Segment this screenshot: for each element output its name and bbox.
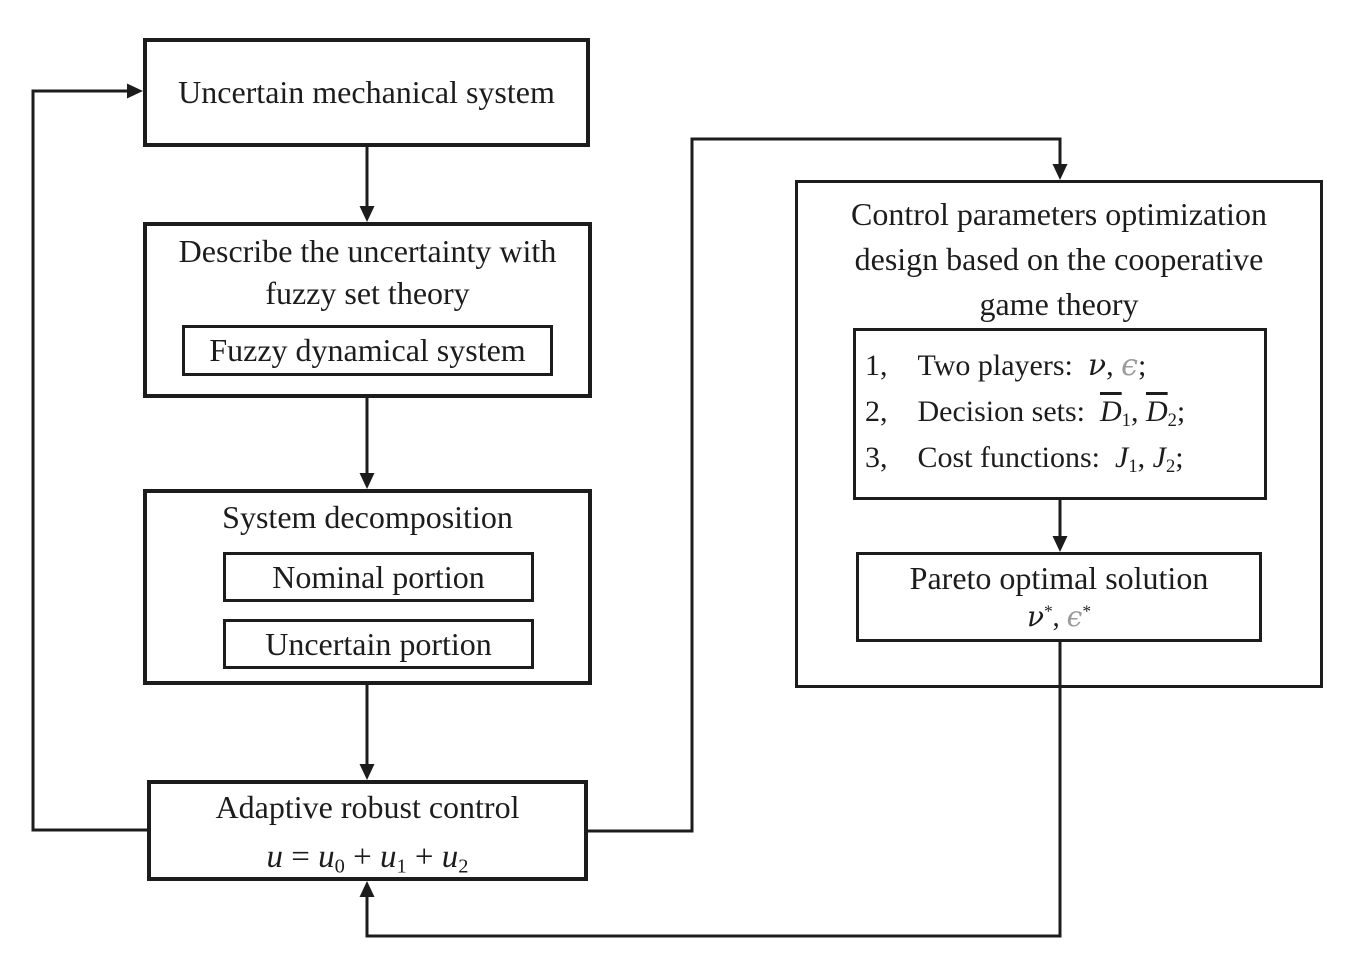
box-game-elements-list [853, 328, 1267, 500]
game-elements-list: 1, Two players: ν, ϵ; 2, Decision sets: … [853, 343, 1267, 481]
optimization-title: Control parameters optimization design b… [795, 192, 1323, 327]
arrowhead-into-uncertain-system [127, 83, 143, 99]
optimization-title-line-1: Control parameters optimization [851, 196, 1267, 232]
arrowhead-into-adaptive [359, 764, 375, 780]
optimization-title-line-2: design based on the cooperative [854, 241, 1264, 277]
nominal-portion-label: Nominal portion [272, 558, 485, 595]
describe-line-1: Describe the uncertainty with [178, 233, 557, 269]
list-item-two-players: 1, Two players: ν, ϵ; [865, 348, 1147, 383]
feedback-loop-left-line [31, 89, 147, 832]
list-item-cost-functions: 3, Cost functions: J1, J2; [865, 441, 1184, 478]
arrowhead-into-pareto [1052, 536, 1068, 552]
adaptive-to-optimization-line [588, 137, 1062, 833]
uncertain-portion-label: Uncertain portion [265, 625, 492, 662]
adaptive-robust-control-title: Adaptive robust control [215, 789, 520, 825]
arrowhead-into-describe [359, 206, 375, 222]
box-uncertain-portion: Uncertain portion [223, 619, 534, 669]
box-system-decomposition [143, 489, 592, 685]
describe-uncertainty-text: Describe the uncertainty with fuzzy set … [143, 230, 592, 314]
describe-line-2: fuzzy set theory [265, 275, 470, 311]
box-fuzzy-dynamical-system: Fuzzy dynamical system [182, 325, 553, 376]
list-item-decision-sets: 2, Decision sets: D1, D2; [865, 395, 1186, 432]
box-describe-uncertainty [143, 222, 592, 398]
arrowhead-into-decomposition [359, 473, 375, 489]
box-control-parameters-optimization [795, 180, 1323, 688]
uncertain-mechanical-system-label: Uncertain mechanical system [178, 74, 555, 110]
box-nominal-portion: Nominal portion [223, 552, 534, 602]
adaptive-control-formula: u = u0 + u1 + u2 [266, 839, 469, 878]
pareto-optimal-solution-title: Pareto optimal solution [909, 560, 1209, 596]
pareto-return-to-adaptive-line [365, 642, 1062, 938]
box-pareto-optimal-solution [856, 552, 1262, 642]
optimization-title-line-3: game theory [979, 286, 1139, 322]
box-adaptive-robust-control [147, 780, 588, 881]
arrowhead-into-optimization [1052, 164, 1068, 180]
box-uncertain-mechanical-system: Uncertain mechanical system [143, 38, 590, 147]
arrowhead-into-adaptive-bottom [359, 881, 375, 897]
pareto-optimal-symbols: ν*, ϵ* [1026, 600, 1092, 633]
system-decomposition-title: System decomposition [222, 499, 513, 535]
fuzzy-dynamical-system-label: Fuzzy dynamical system [209, 332, 526, 368]
